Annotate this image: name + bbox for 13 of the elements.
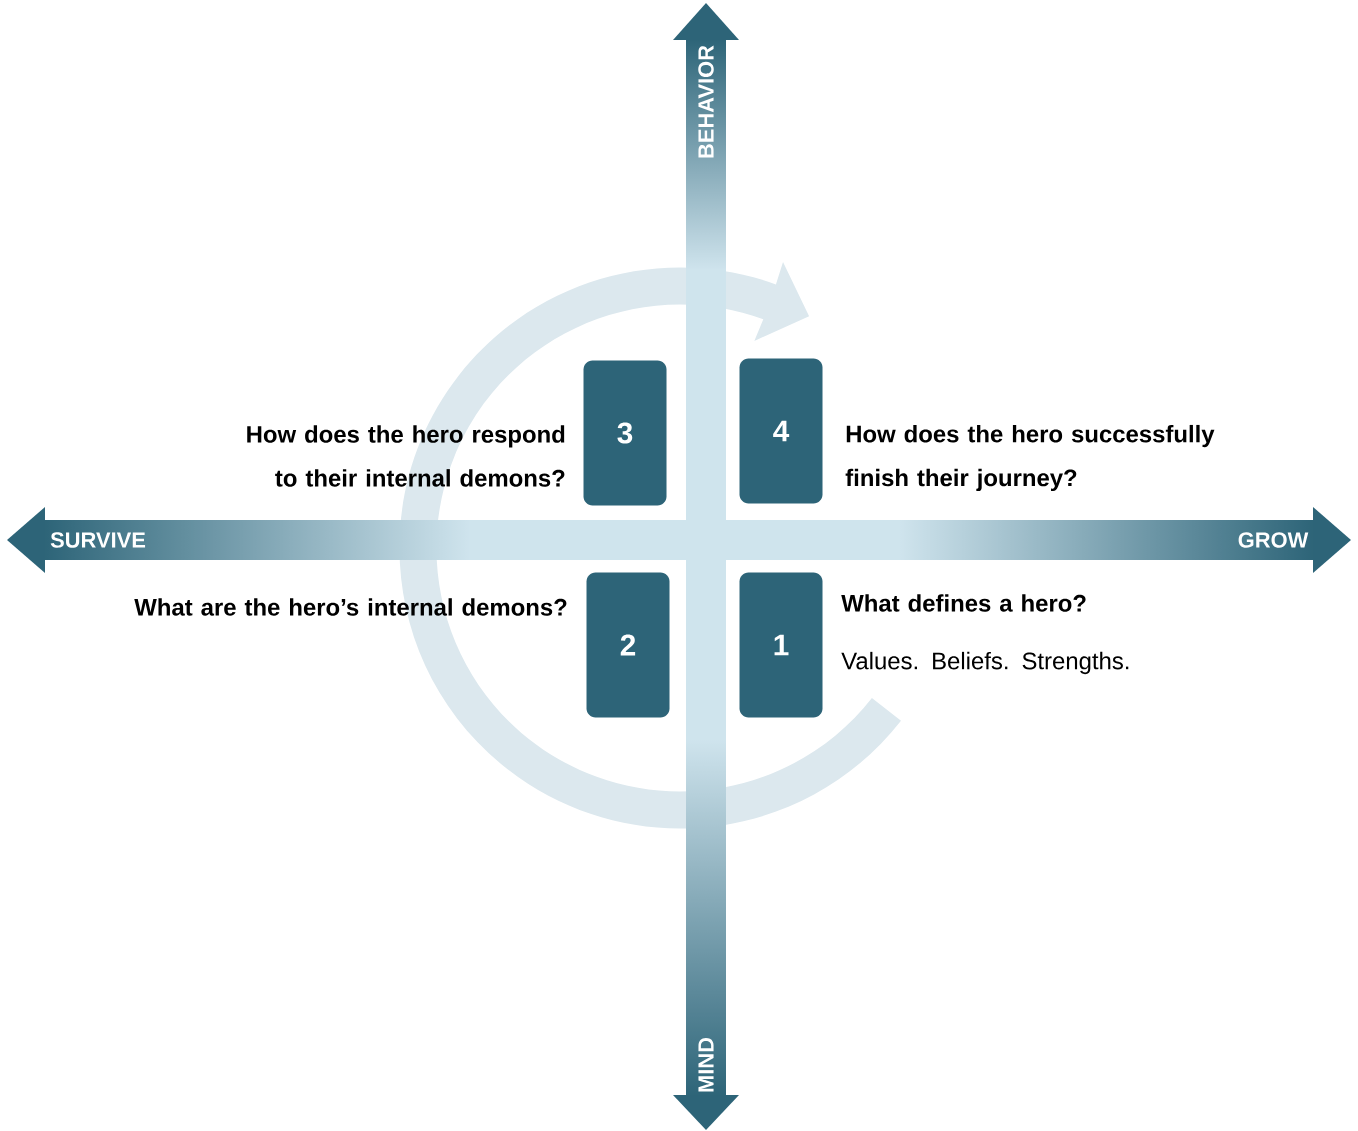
number-box: 2: [586, 572, 670, 718]
axis-label: SURVIVE: [50, 532, 146, 548]
number-box: 4: [739, 358, 823, 504]
question-text: Values. Beliefs. Strengths.: [841, 651, 1129, 675]
question-text: What defines a hero?: [841, 594, 1086, 612]
axis-label: MIND: [698, 1037, 714, 1092]
axis-label: GROW: [1238, 532, 1309, 548]
number-box: 3: [583, 360, 667, 506]
axis-label: BEHAVIOR: [698, 45, 714, 158]
question-text: How does the hero respond to their internal demons?: [247, 425, 565, 487]
question-text: What are the hero’s internal demons?: [134, 598, 567, 616]
number-box: 1: [739, 572, 823, 718]
question-text: How does the hero successfully finish their journey?: [845, 424, 1215, 492]
